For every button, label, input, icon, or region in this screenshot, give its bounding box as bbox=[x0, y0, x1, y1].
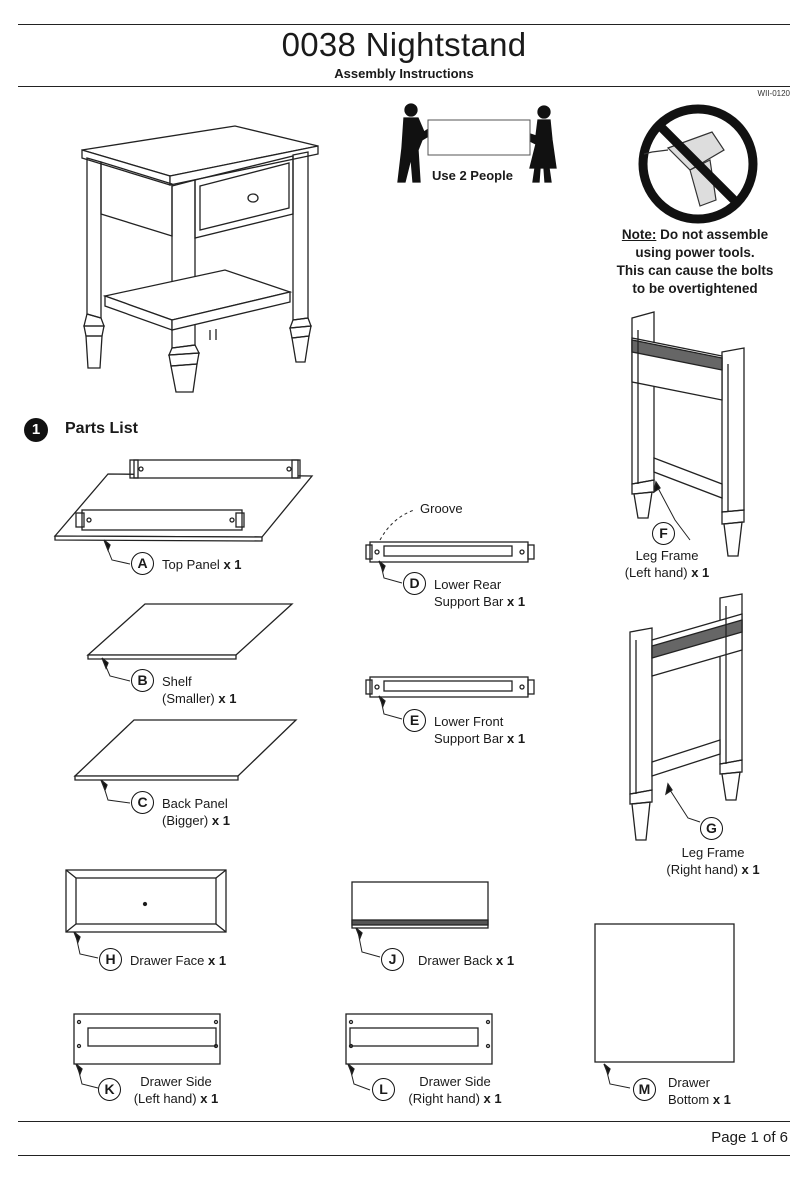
part-qty: x 1 bbox=[496, 953, 515, 968]
part-name-line-2: Support Bar bbox=[434, 731, 504, 746]
part-letter-badge: F bbox=[652, 522, 675, 545]
part-qty: x 1 bbox=[712, 1092, 731, 1107]
part-qty: x 1 bbox=[208, 953, 227, 968]
part-qty: x 1 bbox=[483, 1091, 502, 1106]
lower-rear-support-bar-illustration bbox=[365, 541, 535, 563]
part-letter-badge: K bbox=[98, 1078, 121, 1101]
part-name-line-2: (Right hand) bbox=[408, 1091, 480, 1106]
part-label: Drawer Back x 1 bbox=[418, 952, 514, 969]
top-panel-illustration bbox=[53, 459, 314, 542]
part-name: Top Panel bbox=[162, 557, 220, 572]
part-letter-badge: L bbox=[372, 1078, 395, 1101]
part-name-line-1: Shelf bbox=[162, 674, 192, 689]
part-name-line-1: Drawer bbox=[668, 1075, 710, 1090]
part-name-line-1: Lower Front bbox=[434, 714, 504, 729]
drawer-bottom-illustration bbox=[594, 923, 735, 1063]
part-letter-badge: A bbox=[131, 552, 154, 575]
part-letter-badge: D bbox=[403, 572, 426, 595]
part-qty: x 1 bbox=[211, 813, 230, 828]
drawer-face-illustration bbox=[65, 869, 227, 933]
part-name-line-2: Support Bar bbox=[434, 594, 504, 609]
part-name-line-1: Drawer Side bbox=[140, 1074, 212, 1089]
header-rule bbox=[18, 86, 790, 87]
drawer-back-illustration bbox=[351, 881, 489, 929]
part-name-line-2: (Left hand) bbox=[624, 565, 688, 580]
shelf-illustration bbox=[86, 603, 294, 656]
part-label: Top Panel x 1 bbox=[162, 556, 242, 573]
part-label: Drawer Side (Right hand) x 1 bbox=[403, 1073, 507, 1107]
part-name-line-2: Bottom bbox=[668, 1092, 710, 1107]
part-qty: x 1 bbox=[200, 1091, 219, 1106]
document-id: WII-0120 bbox=[757, 89, 790, 98]
part-name-line-2: (Left hand) bbox=[133, 1091, 197, 1106]
no-power-tools-icon bbox=[638, 104, 758, 224]
part-label: Lower Rear Support Bar x 1 bbox=[434, 576, 525, 610]
page-number: Page 1 of 6 bbox=[711, 1129, 788, 1146]
part-label: Lower Front Support Bar x 1 bbox=[434, 713, 525, 747]
part-qty: x 1 bbox=[223, 557, 242, 572]
part-letter-badge: E bbox=[403, 709, 426, 732]
part-letter-badge: G bbox=[700, 817, 723, 840]
part-label: Leg Frame (Left hand) x 1 bbox=[612, 547, 722, 581]
page-subtitle: Assembly Instructions bbox=[334, 66, 474, 81]
part-name-line-1: Lower Rear bbox=[434, 577, 502, 592]
part-name-line-2: (Right hand) bbox=[666, 862, 738, 877]
back-panel-illustration bbox=[73, 719, 298, 777]
part-label: Drawer Face x 1 bbox=[130, 952, 226, 969]
page-title: 0038 Nightstand bbox=[281, 26, 527, 63]
part-letter-badge: C bbox=[131, 791, 154, 814]
drawer-side-left-illustration bbox=[73, 1013, 221, 1065]
part-qty: x 1 bbox=[507, 594, 526, 609]
part-name: Drawer Face bbox=[130, 953, 205, 968]
note-line-3: This can cause the bolts bbox=[616, 263, 774, 278]
leg-frame-left-illustration bbox=[631, 311, 745, 557]
part-letter-badge: B bbox=[131, 669, 154, 692]
nightstand-illustration bbox=[81, 125, 319, 393]
part-label: Leg Frame (Right hand) x 1 bbox=[658, 844, 768, 878]
part-name-line-1: Drawer Side bbox=[419, 1074, 491, 1089]
part-name-line-1: Leg Frame bbox=[635, 548, 699, 563]
note-line-2: using power tools. bbox=[635, 245, 755, 260]
part-name-line-1: Leg Frame bbox=[681, 845, 745, 860]
footer-rule-bottom bbox=[18, 1155, 790, 1156]
leader-A bbox=[105, 544, 131, 565]
part-label: Drawer Side (Left hand) x 1 bbox=[126, 1073, 226, 1107]
part-label: Back Panel (Bigger) x 1 bbox=[162, 795, 230, 829]
part-qty: x 1 bbox=[218, 691, 237, 706]
step-number-badge: 1 bbox=[24, 418, 48, 442]
note-line-1: Do not assemble bbox=[656, 227, 769, 242]
part-qty: x 1 bbox=[741, 862, 760, 877]
part-name: Drawer Back bbox=[418, 953, 493, 968]
part-name-line-1: Back Panel bbox=[162, 796, 228, 811]
power-tools-note: Note: Do not assemble using power tools.… bbox=[600, 226, 790, 298]
footer-rule-top bbox=[18, 1121, 790, 1122]
part-letter-badge: H bbox=[99, 948, 122, 971]
part-name-line-2: (Smaller) bbox=[162, 691, 215, 706]
groove-label: Groove bbox=[420, 501, 463, 516]
part-label: Shelf (Smaller) x 1 bbox=[162, 673, 236, 707]
part-qty: x 1 bbox=[691, 565, 710, 580]
part-name-line-2: (Bigger) bbox=[162, 813, 209, 828]
two-people-illustration bbox=[397, 103, 557, 183]
top-rule bbox=[18, 24, 790, 25]
drawer-side-right-illustration bbox=[345, 1013, 493, 1065]
part-qty: x 1 bbox=[507, 731, 526, 746]
part-letter-badge: J bbox=[381, 948, 404, 971]
section-title: Parts List bbox=[65, 420, 138, 437]
part-label: Drawer Bottom x 1 bbox=[668, 1074, 731, 1108]
use-two-people-label: Use 2 People bbox=[432, 168, 513, 183]
part-letter-badge: M bbox=[633, 1078, 656, 1101]
leg-frame-right-illustration bbox=[629, 593, 743, 841]
note-line-4: to be overtightened bbox=[632, 281, 758, 296]
note-label: Note: bbox=[621, 227, 657, 242]
lower-front-support-bar-illustration bbox=[365, 676, 535, 698]
